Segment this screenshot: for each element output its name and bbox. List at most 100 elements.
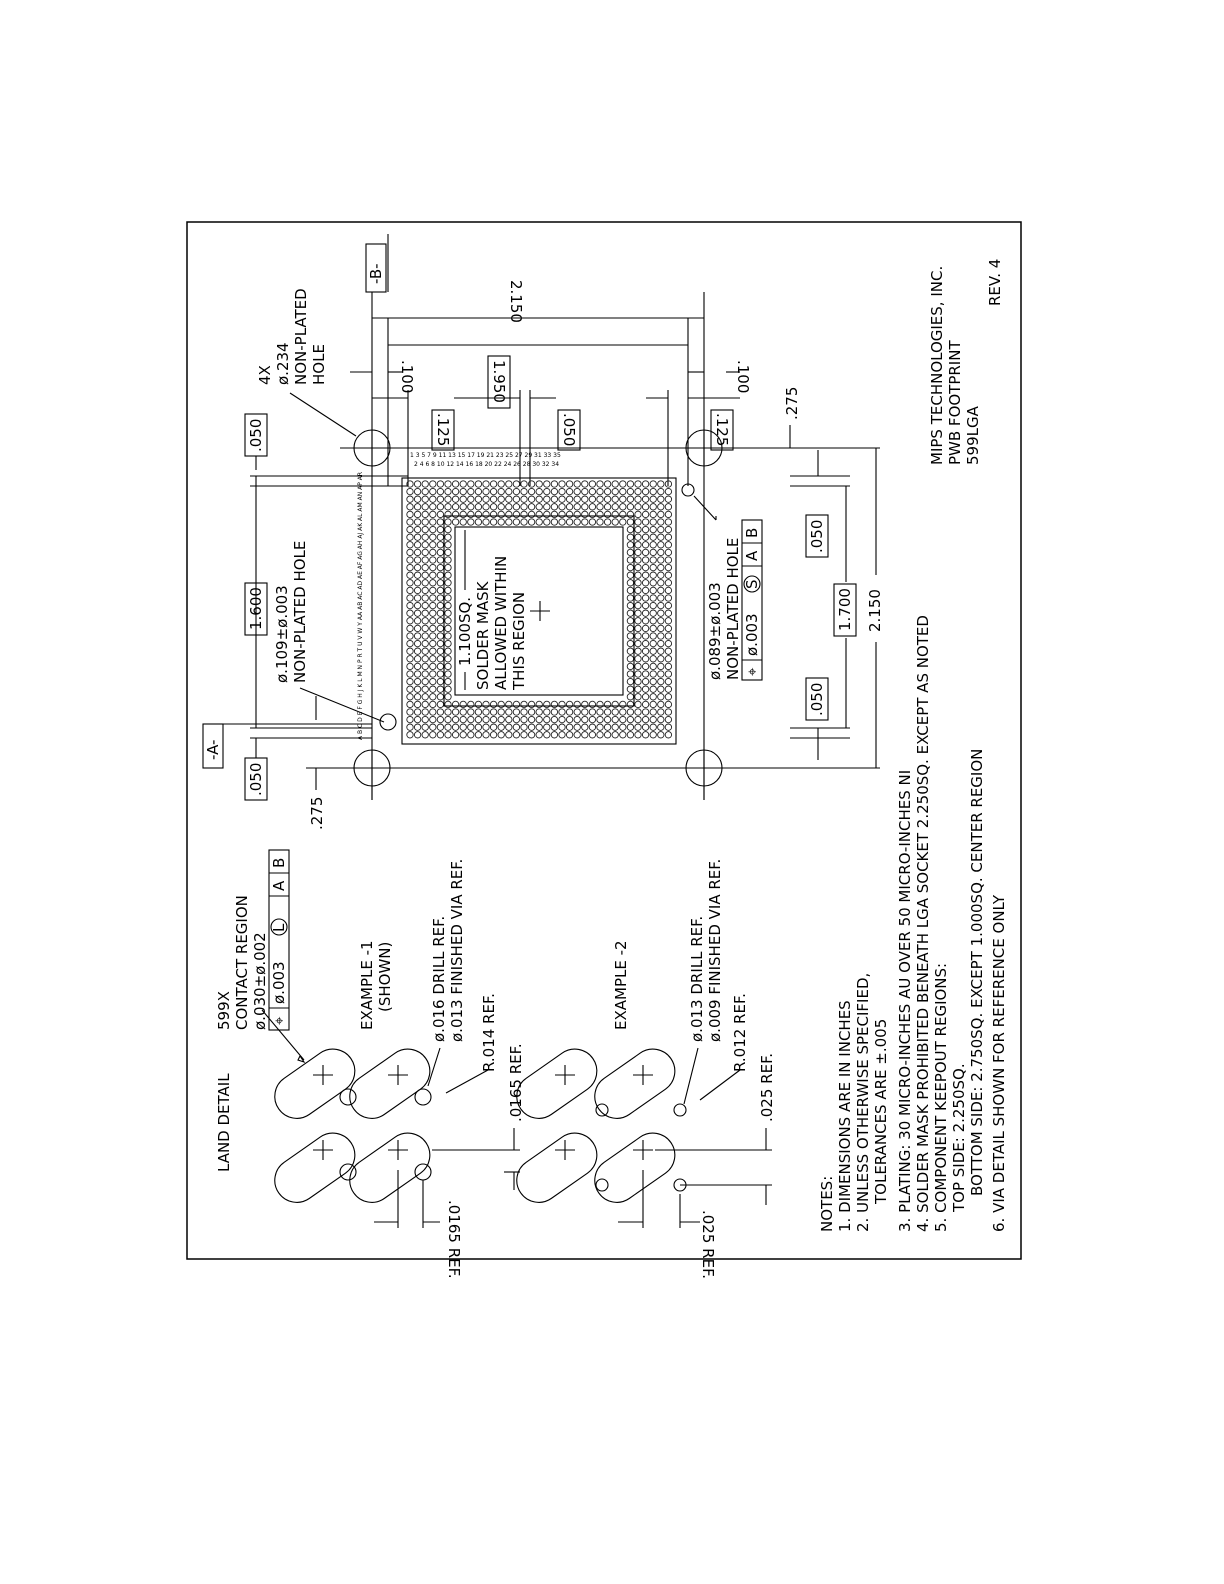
lga-pad	[406, 639, 414, 648]
lga-pad	[512, 480, 521, 488]
example-1-offset-v: .0165 REF.	[445, 1200, 463, 1279]
lga-pad	[649, 510, 657, 519]
lga-pad	[459, 723, 467, 731]
lga-pad	[436, 541, 445, 549]
lga-pad	[527, 723, 536, 731]
lga-pad	[641, 708, 650, 716]
lga-pad	[421, 624, 429, 633]
lga-pad	[664, 548, 673, 557]
lga-pad	[603, 495, 612, 503]
svg-text:⌖: ⌖	[743, 667, 761, 676]
lga-pad	[489, 700, 498, 709]
lga-pad	[535, 503, 543, 511]
lga-pad	[489, 518, 498, 526]
contact-count: 599X	[215, 991, 233, 1030]
lga-pad	[611, 708, 619, 716]
lga-pad	[657, 503, 665, 511]
lga-pad	[641, 723, 650, 731]
lga-pad	[413, 510, 422, 519]
lga-pad	[459, 518, 467, 526]
lga-pad	[641, 594, 650, 602]
lga-pad	[664, 510, 673, 519]
dim-125-top-box: .125	[431, 409, 455, 451]
lga-pad	[429, 601, 437, 610]
contact-region-label: CONTACT REGION	[233, 895, 251, 1030]
lga-pad	[451, 723, 460, 731]
dim-125-bottom-box: .125	[710, 409, 734, 451]
lga-pad	[444, 624, 452, 633]
lga-pad	[573, 518, 581, 526]
lga-pad	[512, 700, 521, 709]
lga-pad	[626, 624, 635, 633]
lga-pad	[413, 533, 422, 541]
lga-pad	[474, 487, 483, 496]
lga-pad	[444, 715, 452, 724]
lga-pad	[436, 723, 445, 731]
lga-pad	[664, 731, 673, 739]
lga-pad	[413, 548, 422, 557]
lga-pad	[444, 594, 452, 602]
lga-pad	[558, 480, 566, 488]
lga-pad	[527, 480, 536, 488]
lga-pad	[649, 495, 657, 503]
lga-pad	[603, 708, 612, 716]
lga-pad	[657, 617, 665, 625]
lga-pad	[641, 586, 650, 595]
lga-pad	[535, 495, 543, 503]
note-3: 3. PLATING: 30 MICRO-INCHES AU OVER 50 M…	[896, 770, 914, 1232]
lga-pad	[413, 662, 422, 671]
svg-text:.050: .050	[808, 520, 826, 553]
company-name: MIPS TECHNOLOGIES, INC.	[928, 266, 946, 465]
pad-array-inner-boundary	[443, 515, 635, 707]
lga-pad	[641, 579, 650, 587]
lga-pad	[657, 685, 665, 693]
lga-pad	[603, 723, 612, 731]
col-numbers-even: 2 4 6 8 10 12 14 16 18 20 22 24 26 28 30…	[414, 461, 559, 468]
dim-050-left-box: .050	[244, 757, 268, 801]
lga-pad	[588, 495, 597, 503]
lga-pad	[581, 518, 589, 526]
lga-pad	[611, 700, 619, 709]
lga-pad	[474, 495, 483, 503]
dim-1700-box: 1.700	[833, 583, 857, 637]
lga-pad	[436, 480, 445, 488]
mounting-holes	[340, 292, 740, 800]
lga-pad	[634, 533, 642, 541]
lga-pad	[649, 723, 657, 731]
lga-pad	[535, 715, 543, 724]
lga-pad	[634, 586, 642, 595]
lga-pad	[459, 700, 467, 709]
lga-pad	[565, 715, 574, 724]
region-line-1: SOLDER MASK	[474, 580, 492, 690]
lga-pad	[649, 586, 657, 595]
example-1-offset-h: .0165 REF.	[507, 1043, 525, 1122]
lga-pad	[482, 708, 490, 716]
lga-pad	[664, 700, 673, 709]
lga-pad	[467, 723, 475, 731]
lga-pad	[626, 510, 635, 519]
lga-pad	[489, 723, 498, 731]
lga-pad	[505, 518, 513, 526]
land-detail-title: LAND DETAIL	[215, 1073, 233, 1172]
lga-pad	[413, 480, 422, 488]
lga-pad	[505, 480, 513, 488]
hole-089-dia: ø.089±ø.003	[706, 582, 724, 680]
lga-pad	[626, 708, 635, 716]
lga-pad	[436, 518, 445, 526]
lga-pad	[649, 731, 657, 739]
lga-pad	[626, 579, 635, 587]
lga-pad	[421, 715, 429, 724]
lga-pad	[641, 624, 650, 633]
lga-pad	[626, 685, 635, 693]
lga-pad	[474, 715, 483, 724]
lga-pad	[657, 693, 665, 701]
lga-pad	[657, 601, 665, 610]
hole-089-fcf: ⌖ ø.003 S A B	[741, 519, 763, 681]
lga-pad	[535, 487, 543, 496]
dim-1950-box: 1.950	[487, 355, 511, 409]
lga-pad	[603, 510, 612, 519]
lga-pad	[634, 731, 642, 739]
lga-pad	[657, 715, 665, 724]
lga-pad	[543, 503, 551, 511]
